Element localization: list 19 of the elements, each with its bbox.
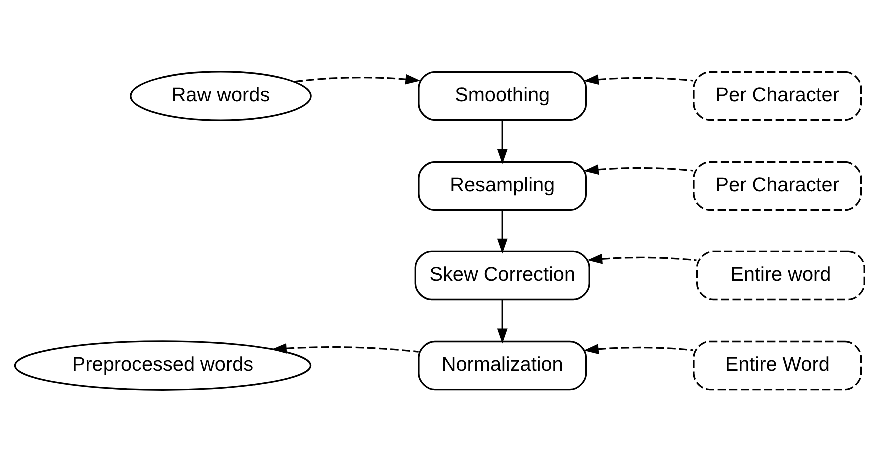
node-box: Skew Correction: [414, 250, 590, 301]
arrow: [584, 344, 694, 355]
node-ellipse: Raw words: [130, 71, 312, 122]
node-box: Per Character: [693, 71, 862, 122]
node-box: Entire word: [696, 250, 866, 301]
arrow: [497, 300, 508, 344]
arrow: [497, 120, 508, 164]
node-box: Per Character: [693, 161, 862, 212]
arrow: [584, 164, 694, 176]
arrow: [272, 343, 419, 354]
node-box: Resampling: [418, 161, 588, 212]
arrow: [294, 74, 421, 85]
node-ellipse: Preprocessed words: [14, 340, 312, 391]
node-box: Entire Word: [693, 340, 862, 391]
arrow: [588, 254, 697, 264]
node-box: Normalization: [418, 340, 588, 391]
arrow: [497, 210, 508, 254]
node-box: Smoothing: [418, 71, 588, 122]
arrow: [584, 74, 694, 86]
